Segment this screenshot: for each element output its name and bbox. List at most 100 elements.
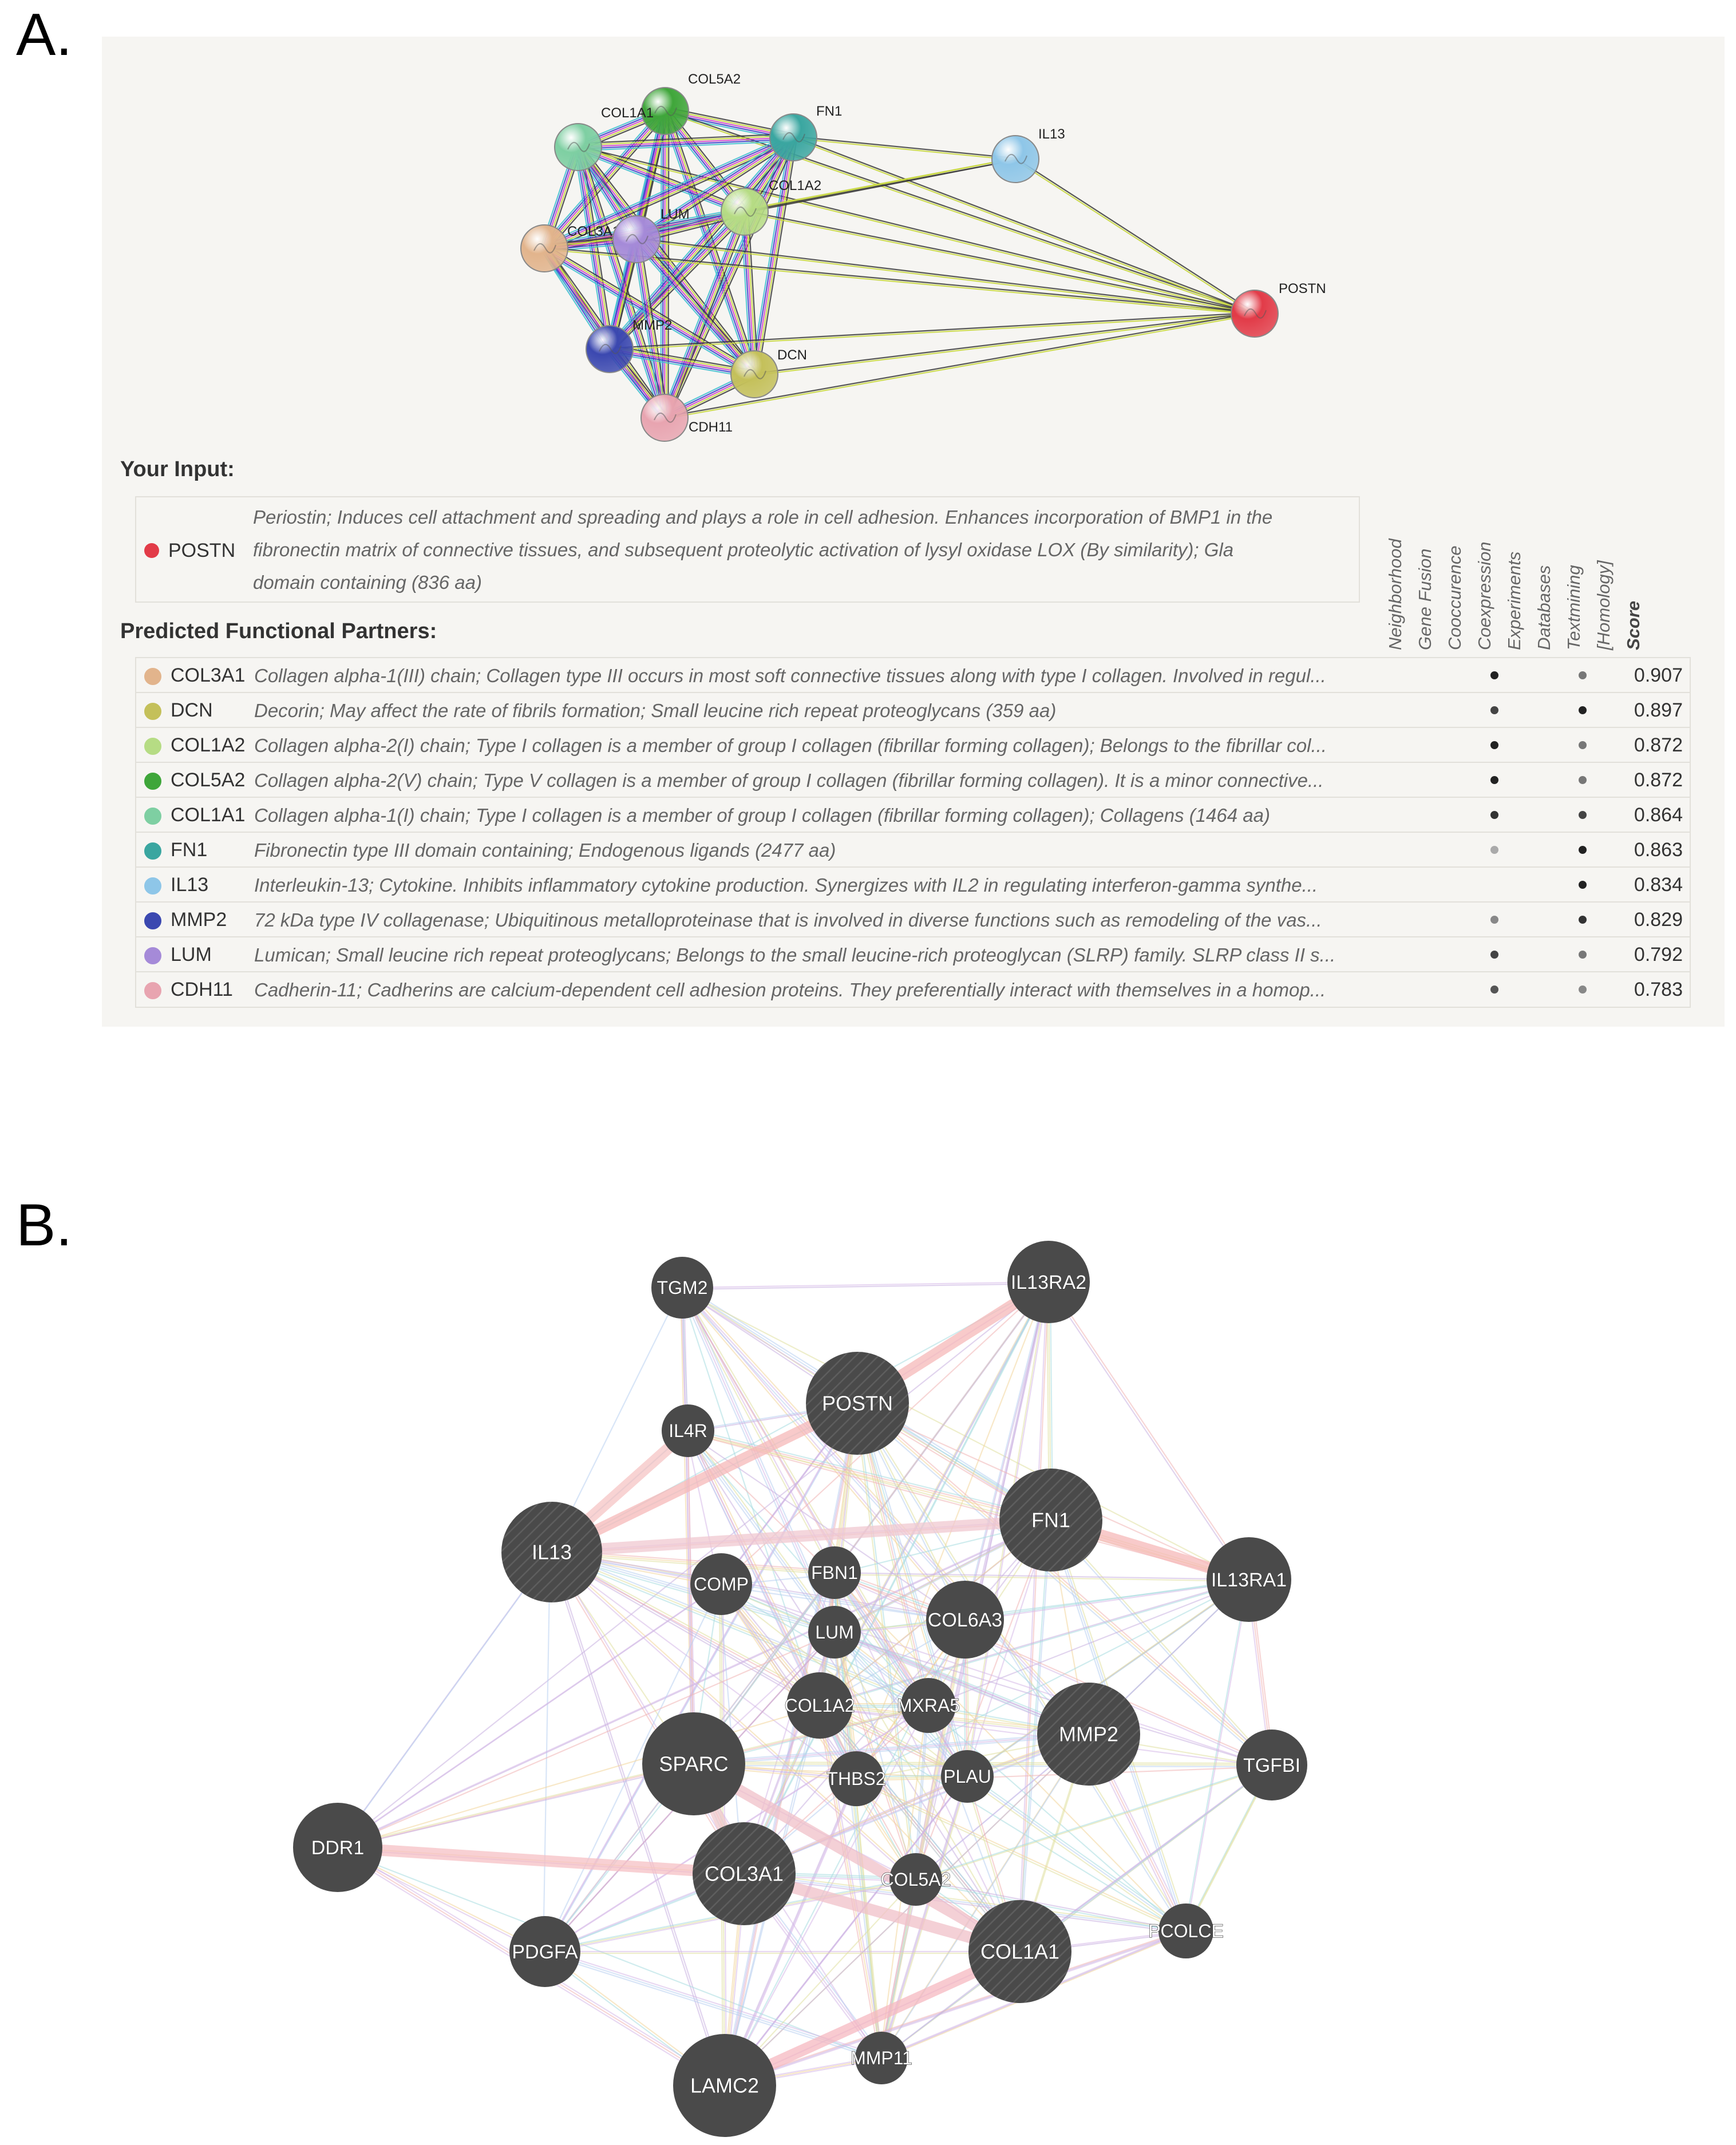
interaction-edge[interactable] <box>915 1878 1187 1932</box>
network-edge-col1a1-fn1[interactable] <box>578 140 794 152</box>
network-edge-fn1-postn[interactable] <box>793 137 1255 315</box>
protein-node-postn[interactable]: POSTN <box>1231 281 1326 338</box>
protein-node-mmp2[interactable]: MMP2 <box>586 318 672 373</box>
gene-node-pdgfa[interactable]: PDGFA <box>509 1916 580 1987</box>
network-edge-lum-dcn[interactable] <box>633 241 753 377</box>
network-edge-mmp2-postn[interactable] <box>609 312 1255 349</box>
interaction-edge[interactable] <box>854 1780 1185 1933</box>
interaction-edge[interactable] <box>695 1731 1091 1763</box>
interaction-edge[interactable] <box>680 1289 1248 1582</box>
interaction-edge[interactable] <box>856 1778 1187 1932</box>
interaction-edge[interactable] <box>968 1774 1188 1930</box>
interaction-edge[interactable] <box>551 1552 820 1706</box>
interaction-edge[interactable] <box>725 1776 859 2084</box>
interaction-edge[interactable] <box>680 1283 1047 1291</box>
interaction-edge[interactable] <box>832 1573 1271 1768</box>
network-edge-col1a2-cdh11[interactable] <box>662 211 744 418</box>
gene-node-il13ra1[interactable]: IL13RA1 <box>1207 1537 1291 1622</box>
network-edge-fn1-mmp2[interactable] <box>610 138 796 351</box>
interaction-edge[interactable] <box>835 1570 859 1778</box>
gene-node-sparc[interactable]: SPARC <box>642 1712 745 1815</box>
partner-gene-name[interactable]: DCN <box>171 699 213 721</box>
network-edge-fn1-mmp2[interactable] <box>606 134 791 347</box>
network-edge-lum-postn[interactable] <box>636 239 1255 315</box>
network-edge-lum-cdh11[interactable] <box>632 239 662 419</box>
gene-node-mmp2[interactable]: MMP2 <box>1037 1683 1140 1786</box>
network-edge-fn1-il13[interactable] <box>793 137 1015 161</box>
interaction-edge[interactable] <box>880 1879 917 2059</box>
interaction-edge[interactable] <box>1185 1579 1250 1932</box>
gene-node-lum[interactable]: LUM <box>808 1606 861 1659</box>
network-edge-col1a1-col1a2[interactable] <box>576 149 744 216</box>
protein-node-lum[interactable]: LUM <box>612 207 690 263</box>
network-edge-cdh11-postn[interactable] <box>664 312 1255 418</box>
gene-node-ddr1[interactable]: DDR1 <box>293 1803 382 1892</box>
network-edge-lum-dcn[interactable] <box>638 236 758 373</box>
gene-node-il13ra2[interactable]: IL13RA2 <box>1007 1241 1090 1323</box>
partner-gene-name[interactable]: COL5A2 <box>171 769 246 791</box>
protein-node-col5a2[interactable]: COL5A2 <box>641 72 741 135</box>
interaction-edge[interactable] <box>742 1874 1185 1934</box>
network-edge-mmp2-dcn[interactable] <box>609 348 755 375</box>
interaction-edge[interactable] <box>913 1283 1048 1882</box>
network-edge-fn1-dcn[interactable] <box>756 137 796 375</box>
interaction-edge[interactable] <box>691 1735 1088 1767</box>
network-edge-col3a1-postn[interactable] <box>544 247 1255 314</box>
interaction-edge[interactable] <box>1048 1281 1249 1580</box>
interaction-edge[interactable] <box>726 1928 1188 2085</box>
interaction-edge[interactable] <box>1019 1281 1050 1952</box>
interaction-edge[interactable] <box>742 1283 1047 1876</box>
network-edge-mmp2-dcn[interactable] <box>610 346 755 373</box>
network-edge-lum-cdh11[interactable] <box>639 238 669 418</box>
gene-node-mxra5[interactable]: MXRA5 <box>896 1678 960 1733</box>
interaction-edge[interactable] <box>1046 1283 1248 1582</box>
interaction-edge[interactable] <box>965 1778 1185 1933</box>
interaction-edge[interactable] <box>551 1552 745 1874</box>
interaction-edge[interactable] <box>542 1553 551 1954</box>
gene-node-fn1[interactable]: FN1 <box>999 1469 1102 1572</box>
strong-edge-sparc-col1a1[interactable] <box>688 1758 1026 1957</box>
network-edge-col1a2-dcn[interactable] <box>744 211 756 375</box>
interaction-edge[interactable] <box>549 1553 964 1622</box>
network-edge-col1a1-cdh11[interactable] <box>575 147 663 419</box>
network-edge-col1a1-col1a2[interactable] <box>579 143 746 209</box>
gene-node-col1a2[interactable]: COL1A2 <box>784 1672 855 1739</box>
interaction-edge[interactable] <box>551 1552 968 1777</box>
network-edge-col1a2-dcn[interactable] <box>740 212 752 375</box>
partner-gene-name[interactable]: IL13 <box>171 874 209 896</box>
network-edge-fn1-dcn[interactable] <box>752 137 792 374</box>
protein-node-col1a2[interactable]: COL1A2 <box>721 178 821 236</box>
interaction-edge[interactable] <box>546 1401 860 1950</box>
gene-node-col3a1[interactable]: COL3A1 <box>693 1822 796 1925</box>
protein-node-fn1[interactable]: FN1 <box>769 104 842 161</box>
interaction-edge[interactable] <box>836 1570 970 1775</box>
interaction-edge[interactable] <box>686 1432 927 1708</box>
interaction-edge[interactable] <box>719 1585 1271 1768</box>
network-edge-col1a1-fn1[interactable] <box>578 133 793 144</box>
network-edge-col1a1-postn[interactable] <box>578 145 1255 314</box>
partner-gene-name[interactable]: FN1 <box>171 839 208 861</box>
interaction-edge[interactable] <box>857 1403 1272 1766</box>
network-edge-lum-cdh11[interactable] <box>635 239 666 418</box>
network-edge-dcn-postn[interactable] <box>754 312 1255 374</box>
network-edge-fn1-dcn[interactable] <box>753 137 794 375</box>
interaction-edge[interactable] <box>682 1281 1049 1289</box>
network-edge-col1a1-mmp2[interactable] <box>575 147 608 350</box>
gene-node-tgfbi[interactable]: TGFBI <box>1236 1730 1307 1800</box>
interaction-edge[interactable] <box>817 1707 1185 1933</box>
interaction-edge[interactable] <box>335 1633 833 1850</box>
network-edge-col1a2-dcn[interactable] <box>746 211 757 374</box>
network-edge-col1a2-postn[interactable] <box>745 210 1255 314</box>
interaction-edge[interactable] <box>726 1774 970 2084</box>
interaction-edge[interactable] <box>833 1632 917 1880</box>
interaction-edge[interactable] <box>832 1574 966 1779</box>
interaction-edge[interactable] <box>335 1706 818 1850</box>
network-edge-fn1-col3a1[interactable] <box>544 138 794 251</box>
network-edge-col3a1-dcn[interactable] <box>542 251 753 378</box>
